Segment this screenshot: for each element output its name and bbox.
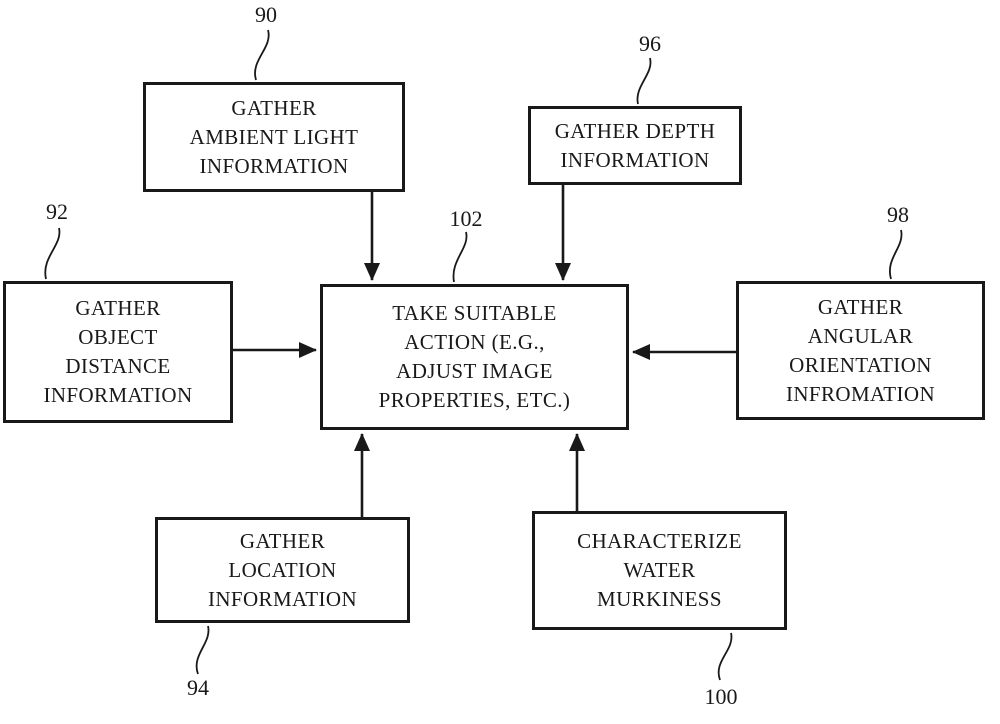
node-label-characterize-water-murkiness: CHARACTERIZE WATER MURKINESS [577,529,742,611]
node-gather-depth: GATHER DEPTH INFORMATION [528,106,742,185]
node-gather-angular-orientation: GATHER ANGULAR ORIENTATION INFROMATION [736,281,985,420]
node-label-take-suitable-action: TAKE SUITABLE ACTION (E.G., ADJUST IMAGE… [378,301,571,412]
leader-line-90 [254,29,270,81]
node-label-gather-object-distance: GATHER OBJECT DISTANCE INFORMATION [43,296,193,407]
leader-line-96 [636,57,652,105]
node-gather-ambient-light: GATHER AMBIENT LIGHT INFORMATION [143,82,405,192]
node-take-suitable-action: TAKE SUITABLE ACTION (E.G., ADJUST IMAGE… [320,284,629,430]
ref-numeral-98: 98 [887,202,909,227]
ref-numeral-90: 90 [255,2,277,27]
ref-numeral-92: 92 [46,199,68,224]
leader-line-100 [717,632,733,681]
node-gather-location: GATHER LOCATION INFORMATION [155,517,410,623]
ref-numeral-102: 102 [449,206,483,231]
leader-line-102 [452,231,468,283]
node-label-gather-ambient-light: GATHER AMBIENT LIGHT INFORMATION [189,95,359,178]
leader-line-98 [888,229,903,280]
node-label-gather-angular-orientation: GATHER ANGULAR ORIENTATION INFROMATION [785,294,936,406]
node-gather-object-distance: GATHER OBJECT DISTANCE INFORMATION [3,281,233,423]
ref-numeral-100: 100 [704,684,738,709]
ref-numeral-94: 94 [187,675,209,700]
node-characterize-water-murkiness: CHARACTERIZE WATER MURKINESS [532,511,787,630]
ref-numeral-96: 96 [639,31,661,56]
leader-line-92 [44,227,61,280]
node-label-gather-depth: GATHER DEPTH INFORMATION [554,118,716,172]
leader-line-94 [195,625,210,675]
node-label-gather-location: GATHER LOCATION INFORMATION [207,528,358,611]
